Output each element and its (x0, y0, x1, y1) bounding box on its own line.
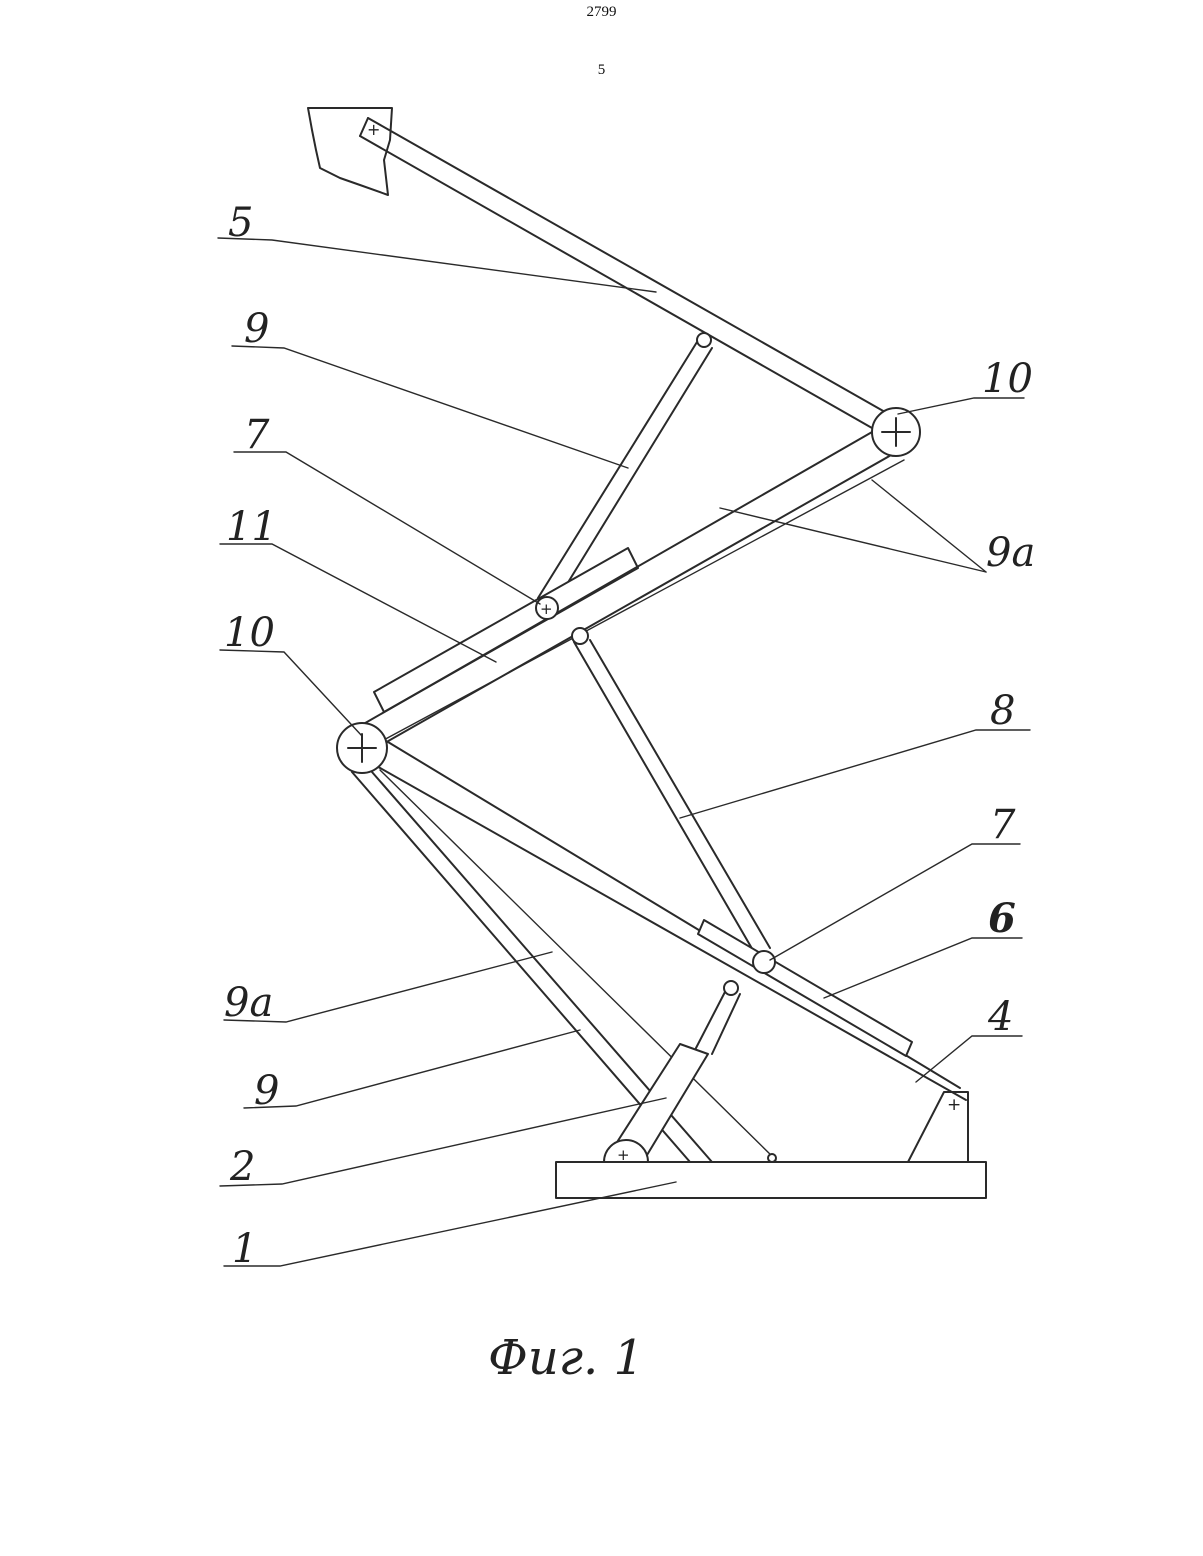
label-11: 11 (226, 504, 277, 550)
arm-upper-diagonal (360, 424, 904, 748)
strut-9-9a-lower (352, 770, 776, 1162)
joint-7-lower (753, 951, 775, 973)
link-8 (572, 628, 770, 952)
label-9a-left: 9а (224, 980, 273, 1026)
label-9-bottom: 9 (254, 1068, 279, 1114)
svg-text:+: + (947, 1095, 961, 1115)
joint-10-right (872, 408, 920, 456)
label-10-right: 10 (982, 356, 1033, 402)
label-7-top: 7 (244, 412, 270, 458)
sleeve-11 (374, 548, 638, 712)
label-9-top: 9 (244, 306, 269, 352)
joint-10-left (337, 723, 387, 773)
label-6: 6 (988, 895, 1016, 942)
svg-text:+: + (367, 120, 380, 139)
arm-5: + (360, 118, 885, 428)
label-4: 4 (987, 994, 1013, 1040)
label-10-left: 10 (224, 610, 275, 656)
figure-caption: Фиг. 1 (488, 1330, 644, 1386)
arm-6 (366, 742, 966, 1100)
label-1: 1 (232, 1226, 257, 1272)
base-1 (556, 1162, 986, 1198)
label-9a-right: 9а (986, 530, 1035, 576)
label-8: 8 (990, 688, 1015, 734)
svg-text:+: + (540, 600, 553, 618)
label-7-bottom: 7 (990, 802, 1016, 848)
cylinder-2: + (604, 981, 740, 1164)
joint-7-upper: + (536, 597, 558, 619)
bracket-4: + (908, 1092, 968, 1162)
label-5: 5 (228, 200, 253, 246)
label-2: 2 (229, 1144, 255, 1190)
